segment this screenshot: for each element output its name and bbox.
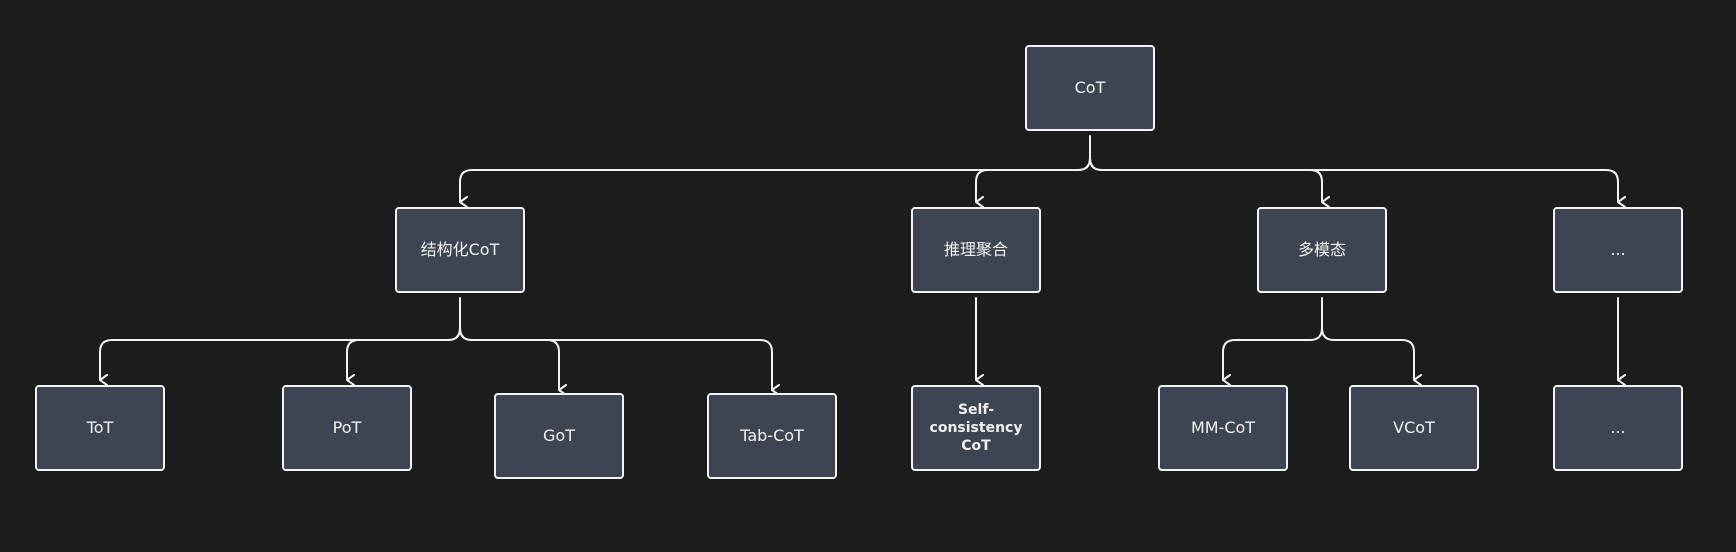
node-other[interactable]: ... — [1553, 207, 1683, 293]
node-tab-cot[interactable]: Tab-CoT — [707, 393, 837, 479]
node-got[interactable]: GoT — [494, 393, 624, 479]
edge-root-aggregation — [975, 157, 1091, 208]
edge-structured-tot — [99, 327, 461, 386]
node-root-cot[interactable]: CoT — [1025, 45, 1155, 131]
node-mm-cot[interactable]: MM-CoT — [1158, 385, 1288, 471]
edge-structured-pot — [346, 327, 461, 386]
node-tot[interactable]: ToT — [35, 385, 165, 471]
node-multimodal[interactable]: 多模态 — [1257, 207, 1387, 293]
edge-root-multimodal — [1089, 157, 1330, 208]
edge-multimodal-vcot — [1321, 297, 1422, 386]
node-pot[interactable]: PoT — [282, 385, 412, 471]
node-reasoning-aggregation[interactable]: 推理聚合 — [911, 207, 1041, 293]
edge-root-structured — [459, 157, 1091, 208]
node-other-child[interactable]: ... — [1553, 385, 1683, 471]
edge-structured-tabcot — [459, 297, 780, 396]
edge-multimodal-mmcot — [1222, 327, 1323, 386]
edge-structured-got — [459, 327, 567, 396]
node-structured-cot[interactable]: 结构化CoT — [395, 207, 525, 293]
node-vcot[interactable]: VCoT — [1349, 385, 1479, 471]
node-self-consistency-cot[interactable]: Self-consistency CoT — [911, 385, 1041, 471]
